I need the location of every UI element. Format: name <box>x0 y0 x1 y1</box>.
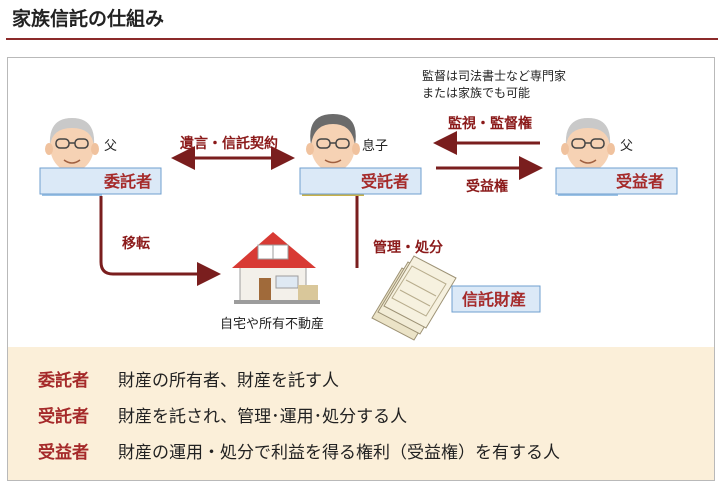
page-title: 家族信託の仕組み <box>12 8 165 30</box>
diagram-frame <box>7 57 715 481</box>
definition-beneficiary: 受益者 財産の運用・処分で利益を得る権利（受益権）を有する人 <box>38 438 560 463</box>
management-label: 管理・処分 <box>373 239 443 256</box>
definition-desc: 財産の運用・処分で利益を得る権利（受益権）を有する人 <box>118 443 560 463</box>
transfer-label: 移転 <box>122 235 150 252</box>
beneficial-interest-label: 受益権 <box>466 178 508 195</box>
definitions-panel <box>8 347 714 480</box>
definition-term: 委託者 <box>38 371 89 391</box>
beneficiary-relation: 父 <box>620 139 633 154</box>
settlor-relation: 父 <box>104 139 117 154</box>
title-underline <box>6 38 718 40</box>
home-label: 自宅や所有不動産 <box>220 316 324 332</box>
settlor-role-label: 委託者 <box>103 172 152 191</box>
house-icon <box>232 232 320 304</box>
definition-term: 受託者 <box>38 407 89 427</box>
settlor-role-box <box>39 167 162 195</box>
definition-term: 受益者 <box>38 443 89 463</box>
beneficiary-role-box <box>555 167 678 195</box>
definition-settlor: 委託者 財産の所有者、財産を託す人 <box>38 366 339 391</box>
money-stack-icon <box>371 255 457 341</box>
supervisor-note-line2: または家族でも可能 <box>422 85 530 100</box>
trustee-role-label: 受託者 <box>361 172 409 191</box>
definition-desc: 財産の所有者、財産を託す人 <box>118 371 339 391</box>
trust-property-label: 信託財産 <box>462 290 526 309</box>
will-contract-label: 遺言・信託契約 <box>180 135 278 152</box>
supervisor-note-line1: 監督は司法書士など専門家 <box>422 68 566 83</box>
trust-property-box <box>451 285 541 313</box>
definition-desc: 財産を託され、管理･運用･処分する人 <box>118 407 408 427</box>
beneficiary-role-label: 受益者 <box>616 172 664 191</box>
trustee-relation: 息子 <box>362 138 388 154</box>
trustee-role-box <box>299 167 422 195</box>
supervision-label: 監視・監督権 <box>448 115 532 132</box>
transfer-arrow <box>99 196 221 286</box>
definition-trustee: 受託者 財産を託され、管理･運用･処分する人 <box>38 402 407 427</box>
